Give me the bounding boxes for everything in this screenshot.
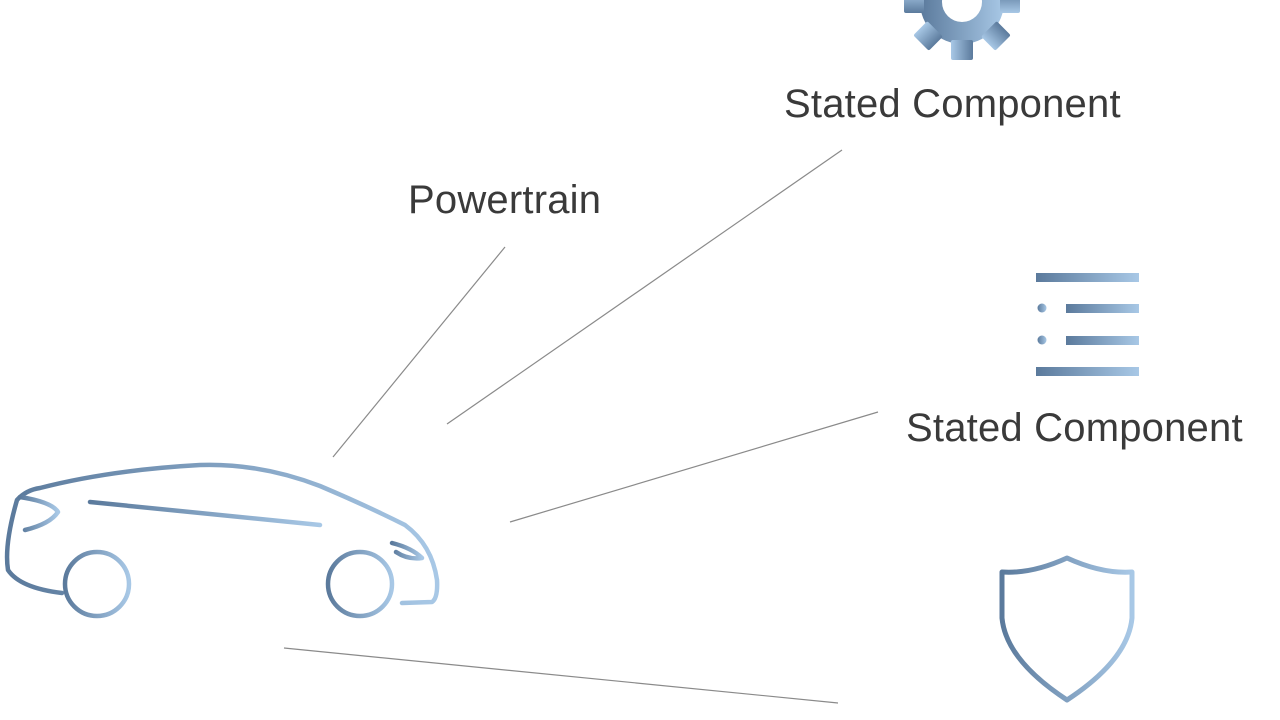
connector-shield — [283, 647, 839, 704]
car-window-line — [87, 499, 323, 528]
label-powertrain: Powertrain — [408, 178, 602, 222]
list-bullet — [1037, 335, 1047, 345]
car-body — [4, 462, 440, 606]
connector-component-top — [446, 149, 843, 425]
car-rear-light — [17, 494, 61, 533]
list-line — [1036, 273, 1139, 282]
label-stated-component-top: Stated Component — [784, 82, 1121, 126]
list-line — [1036, 367, 1139, 376]
car-rear-wheel — [62, 549, 132, 619]
car-front-wheel — [325, 549, 395, 619]
shield-icon — [999, 555, 1135, 703]
label-stated-component-middle: Stated Component — [906, 406, 1243, 450]
connector-lines — [283, 149, 879, 704]
connector-component-middle — [509, 411, 879, 523]
list-line — [1066, 336, 1139, 345]
list-icon — [1036, 273, 1139, 376]
gear-icon — [904, 0, 1020, 60]
car-icon — [4, 462, 440, 619]
list-line — [1066, 304, 1139, 313]
connector-powertrain — [332, 246, 506, 458]
car-headlight — [389, 540, 425, 561]
list-bullet — [1037, 303, 1047, 313]
